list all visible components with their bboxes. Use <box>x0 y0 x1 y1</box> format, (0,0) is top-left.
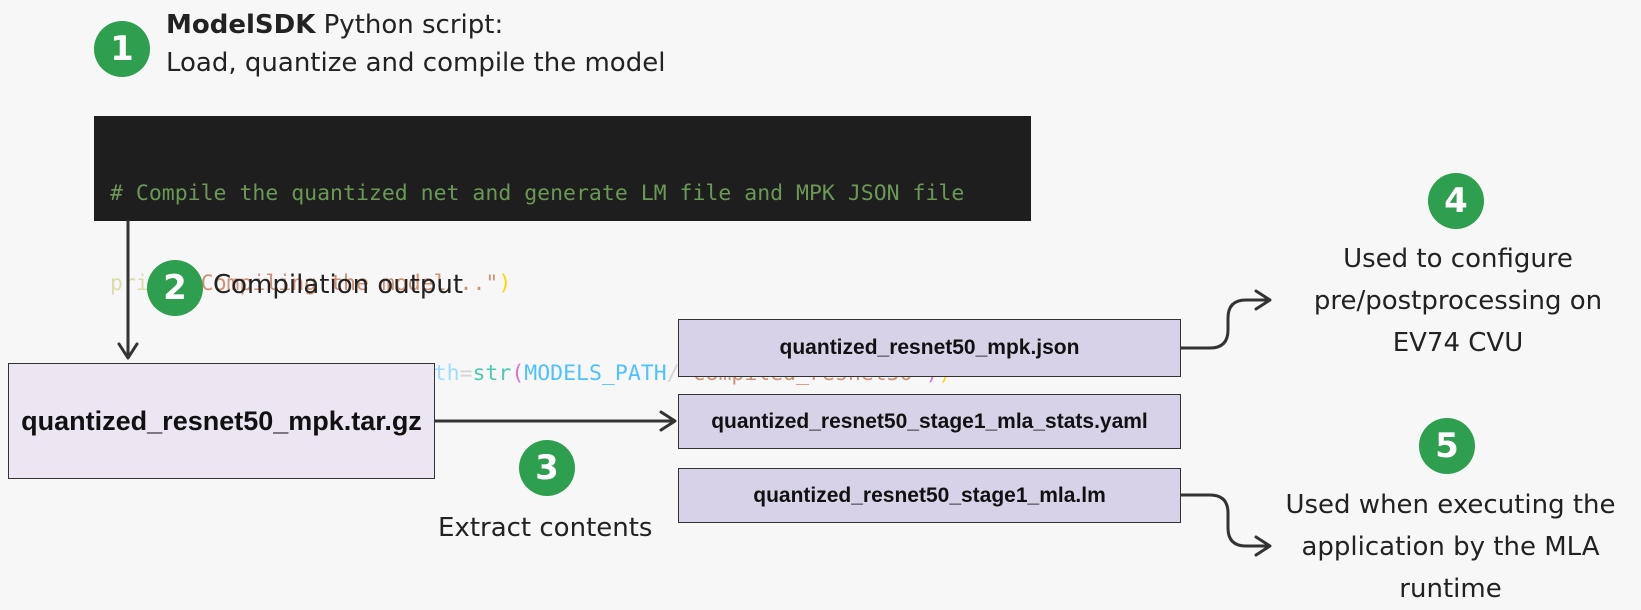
step-3-label: Extract contents <box>438 513 653 543</box>
arrow-lm-to-step5-head <box>1254 535 1272 557</box>
step-5-label: Used when executing the application by t… <box>1285 490 1616 604</box>
step-5-badge: 5 <box>1419 418 1475 474</box>
step-3-badge: 3 <box>519 440 575 496</box>
code-compile-const: MODELS_PATH <box>524 361 667 386</box>
arrow-json-to-step4-head <box>1254 289 1272 311</box>
step-2-badge: 2 <box>147 260 203 316</box>
arrow-archive-to-files-head <box>659 410 677 432</box>
step-1-title-bold: ModelSDK <box>166 10 316 40</box>
step-4-badge: 4 <box>1428 173 1484 229</box>
file-box-lm: quantized_resnet50_stage1_mla.lm <box>678 468 1181 523</box>
code-paren: ) <box>498 271 512 296</box>
code-slash: / <box>666 361 680 386</box>
step-1-subtitle: Load, quantize and compile the model <box>166 48 666 78</box>
code-comment: # Compile the quantized net and generate… <box>110 181 965 206</box>
step-2-label: Compilation output <box>213 270 464 300</box>
arrow-code-to-archive-head <box>117 342 139 360</box>
step-1-title-rest: Python script: <box>315 10 504 40</box>
arrow-lm-to-step5 <box>1179 493 1270 548</box>
code-line-print: print("Compiling the model ..") <box>110 269 1031 299</box>
file-box-json: quantized_resnet50_mpk.json <box>678 319 1181 377</box>
archive-box: quantized_resnet50_mpk.tar.gz <box>8 363 435 479</box>
arrow-json-to-step4 <box>1179 298 1270 350</box>
step-4-label: Used to configure pre/postprocessing on … <box>1313 244 1603 358</box>
file-box-yaml: quantized_resnet50_stage1_mla_stats.yaml <box>678 394 1181 449</box>
code-line-comment: # Compile the quantized net and generate… <box>110 179 1031 209</box>
code-paren: ( <box>511 361 525 386</box>
code-print-string: "Compiling the model .." <box>187 271 499 296</box>
step-1-badge: 1 <box>94 21 150 77</box>
code-compile-builtin: str <box>472 361 512 386</box>
step-1-title: ModelSDK Python script: <box>166 10 503 40</box>
code-equals: = <box>459 361 473 386</box>
